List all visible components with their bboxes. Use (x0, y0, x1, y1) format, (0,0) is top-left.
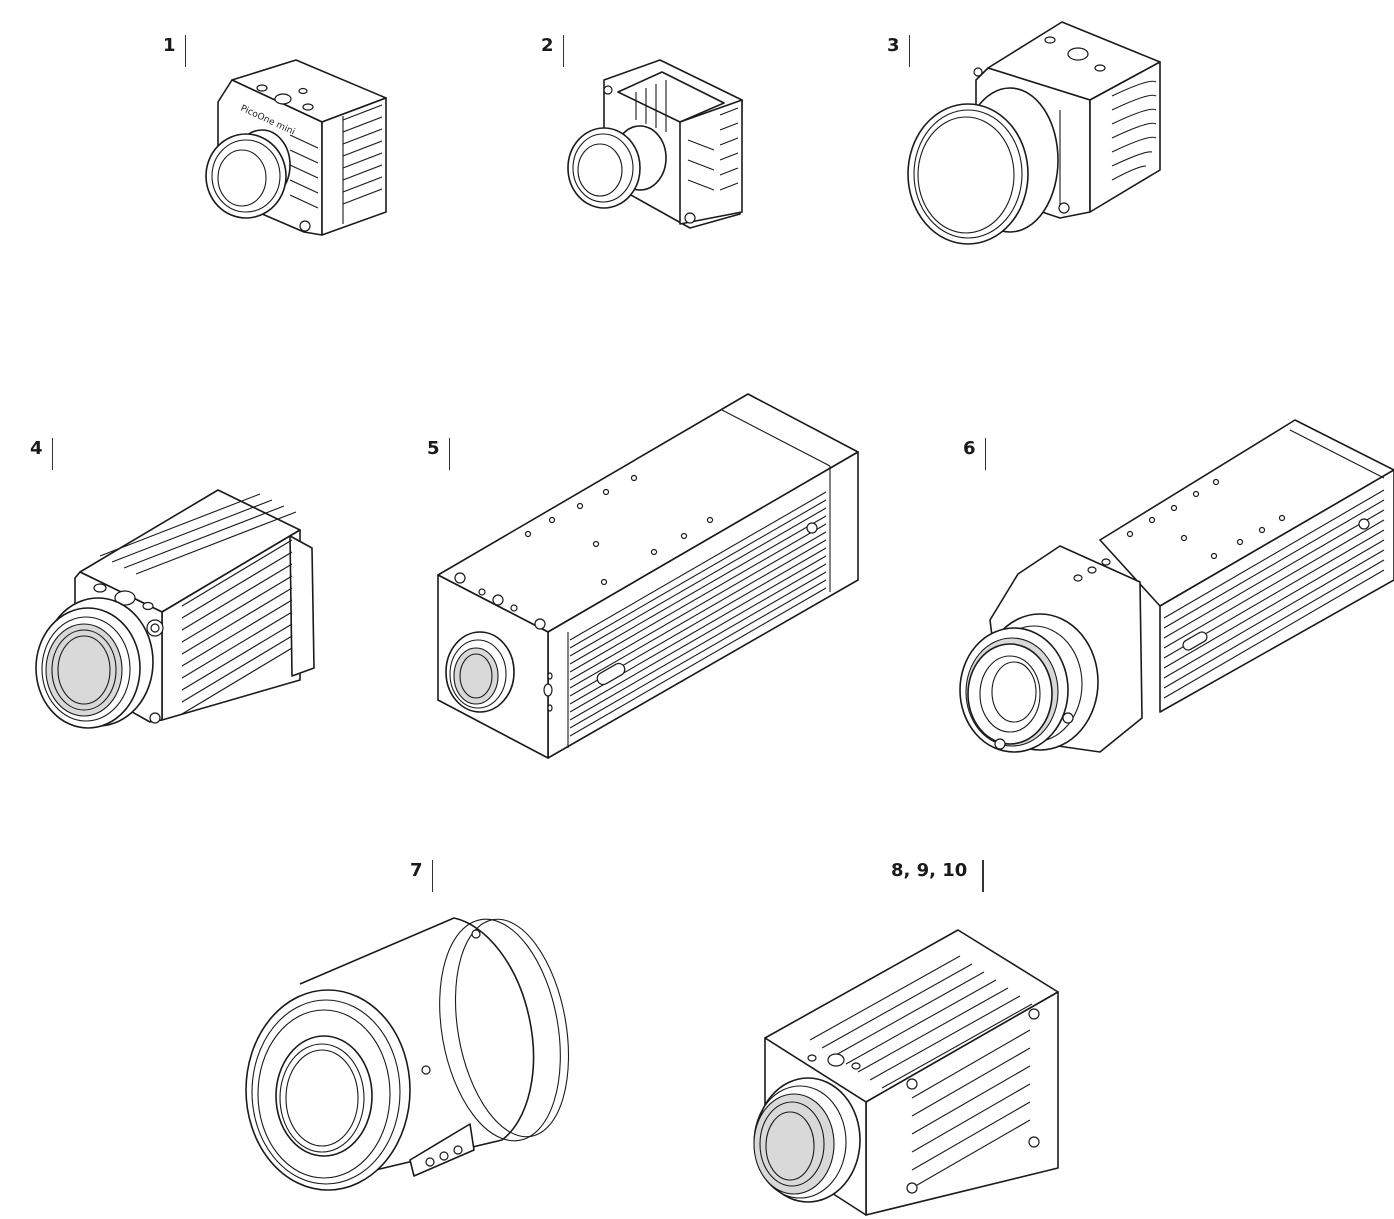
camera-1-drawing: PicoOne mini (205, 59, 387, 236)
camera-2-drawing (567, 59, 743, 229)
label-text: 3 (887, 35, 900, 56)
label-text: 1 (163, 35, 176, 56)
label-text: 7 (410, 860, 423, 881)
camera-3-drawing (907, 21, 1161, 245)
divider (982, 860, 984, 892)
divider (448, 438, 451, 470)
camera-4-drawing (35, 489, 315, 729)
label-text: 4 (30, 438, 43, 459)
label-camera-3: 3 (887, 35, 911, 67)
label-text: 6 (963, 438, 976, 459)
divider (431, 860, 434, 892)
label-camera-6: 6 (963, 438, 987, 470)
label-camera-4: 4 (30, 438, 54, 470)
label-camera-1: 1 (163, 35, 187, 67)
camera-7-drawing (245, 917, 570, 1191)
label-camera-2: 2 (541, 35, 565, 67)
label-camera-5: 5 (427, 438, 451, 470)
label-text: 2 (541, 35, 554, 56)
label-text: 5 (427, 438, 440, 459)
label-camera-7: 7 (410, 860, 434, 892)
divider (51, 438, 54, 470)
camera-5-drawing (437, 393, 859, 759)
camera-6-drawing (959, 419, 1394, 753)
label-camera-8-9-10: 8, 9, 10 (891, 860, 984, 892)
label-text: 8, 9, 10 (891, 860, 968, 881)
divider (908, 35, 911, 67)
divider (984, 438, 987, 470)
camera-8-9-10-drawing (753, 929, 1059, 1216)
divider (562, 35, 565, 67)
divider (184, 35, 187, 67)
